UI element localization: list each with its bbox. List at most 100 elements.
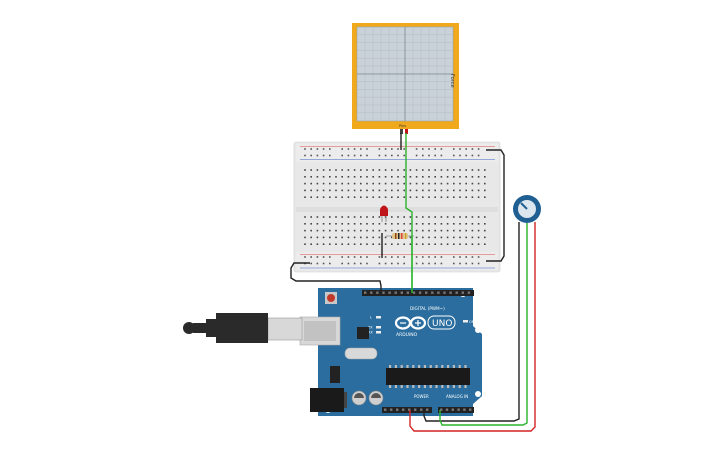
force-sensor[interactable]: Force Pins bbox=[352, 23, 459, 134]
rail-hole[interactable] bbox=[403, 262, 405, 265]
rail-hole[interactable] bbox=[459, 154, 461, 157]
terminal-hole[interactable] bbox=[322, 223, 325, 225]
terminal-hole[interactable] bbox=[372, 196, 374, 198]
terminal-hole[interactable] bbox=[366, 223, 368, 225]
wire-rail-bridge[interactable] bbox=[486, 149, 505, 262]
terminal-hole[interactable] bbox=[446, 243, 449, 245]
power-pin[interactable] bbox=[414, 408, 417, 411]
terminal-hole[interactable] bbox=[353, 229, 356, 232]
terminal-hole[interactable] bbox=[409, 236, 412, 239]
digital-header[interactable] bbox=[362, 290, 474, 296]
wire-pot-5v[interactable] bbox=[409, 222, 536, 432]
terminal-hole[interactable] bbox=[415, 243, 418, 245]
terminal-hole[interactable] bbox=[360, 196, 362, 198]
terminal-hole[interactable] bbox=[403, 229, 405, 232]
terminal-hole[interactable] bbox=[335, 229, 337, 232]
terminal-hole[interactable] bbox=[384, 196, 387, 198]
terminal-hole[interactable] bbox=[329, 169, 331, 171]
analog-header[interactable] bbox=[438, 407, 474, 413]
terminal-hole[interactable] bbox=[329, 189, 331, 192]
rail-hole[interactable] bbox=[477, 148, 480, 150]
terminal-hole[interactable] bbox=[322, 236, 325, 239]
rail-hole[interactable] bbox=[403, 256, 405, 258]
terminal-hole[interactable] bbox=[372, 216, 374, 218]
terminal-hole[interactable] bbox=[347, 176, 350, 178]
terminal-hole[interactable] bbox=[391, 243, 393, 245]
terminal-hole[interactable] bbox=[384, 189, 387, 192]
terminal-hole[interactable] bbox=[434, 176, 436, 178]
digital-pin[interactable] bbox=[364, 291, 367, 294]
rail-hole[interactable] bbox=[378, 154, 381, 157]
rail-hole[interactable] bbox=[422, 256, 424, 258]
terminal-hole[interactable] bbox=[384, 182, 387, 185]
rail-hole[interactable] bbox=[477, 262, 480, 265]
terminal-hole[interactable] bbox=[465, 243, 467, 245]
terminal-hole[interactable] bbox=[322, 243, 325, 245]
rail-hole[interactable] bbox=[304, 148, 306, 150]
terminal-hole[interactable] bbox=[304, 216, 306, 218]
terminal-hole[interactable] bbox=[459, 176, 461, 178]
power-pin[interactable] bbox=[402, 408, 405, 411]
digital-pin[interactable] bbox=[388, 291, 391, 294]
arduino-uno[interactable]: DIGITAL (PWM~) L TX RX ARDUINO UNO ON bbox=[299, 288, 482, 416]
rail-hole[interactable] bbox=[378, 148, 381, 150]
terminal-hole[interactable] bbox=[471, 223, 474, 225]
terminal-hole[interactable] bbox=[316, 223, 319, 225]
terminal-hole[interactable] bbox=[434, 196, 436, 198]
terminal-hole[interactable] bbox=[453, 176, 455, 178]
terminal-hole[interactable] bbox=[391, 189, 393, 192]
analog-pin[interactable] bbox=[457, 408, 460, 411]
terminal-hole[interactable] bbox=[477, 229, 480, 232]
terminal-hole[interactable] bbox=[329, 196, 331, 198]
terminal-hole[interactable] bbox=[446, 229, 449, 232]
terminal-hole[interactable] bbox=[347, 189, 350, 192]
rail-hole[interactable] bbox=[465, 262, 467, 265]
terminal-hole[interactable] bbox=[471, 189, 474, 192]
terminal-hole[interactable] bbox=[446, 176, 449, 178]
terminal-hole[interactable] bbox=[422, 176, 424, 178]
terminal-hole[interactable] bbox=[329, 223, 331, 225]
terminal-hole[interactable] bbox=[347, 223, 350, 225]
terminal-hole[interactable] bbox=[341, 176, 343, 178]
terminal-hole[interactable] bbox=[477, 243, 480, 245]
terminal-hole[interactable] bbox=[341, 169, 343, 171]
terminal-hole[interactable] bbox=[471, 176, 474, 178]
usb-cable[interactable] bbox=[183, 313, 303, 343]
terminal-hole[interactable] bbox=[440, 223, 443, 225]
terminal-hole[interactable] bbox=[428, 243, 430, 245]
terminal-hole[interactable] bbox=[329, 243, 331, 245]
rail-hole[interactable] bbox=[465, 256, 467, 258]
terminal-hole[interactable] bbox=[391, 216, 393, 218]
terminal-hole[interactable] bbox=[372, 229, 374, 232]
rail-hole[interactable] bbox=[428, 256, 430, 258]
rail-hole[interactable] bbox=[422, 148, 424, 150]
terminal-hole[interactable] bbox=[391, 223, 393, 225]
rail-hole[interactable] bbox=[428, 148, 430, 150]
terminal-hole[interactable] bbox=[440, 196, 443, 198]
terminal-hole[interactable] bbox=[378, 243, 381, 245]
terminal-hole[interactable] bbox=[428, 169, 430, 171]
terminal-hole[interactable] bbox=[316, 229, 319, 232]
rail-hole[interactable] bbox=[329, 256, 331, 258]
rail-hole[interactable] bbox=[310, 154, 312, 157]
terminal-hole[interactable] bbox=[484, 223, 486, 225]
terminal-hole[interactable] bbox=[397, 182, 399, 185]
rail-hole[interactable] bbox=[397, 262, 399, 265]
terminal-hole[interactable] bbox=[329, 236, 331, 239]
terminal-hole[interactable] bbox=[477, 182, 480, 185]
rail-hole[interactable] bbox=[341, 148, 343, 150]
terminal-hole[interactable] bbox=[329, 229, 331, 232]
terminal-hole[interactable] bbox=[391, 176, 393, 178]
terminal-hole[interactable] bbox=[353, 223, 356, 225]
sensor-pin-1[interactable] bbox=[400, 129, 403, 134]
terminal-hole[interactable] bbox=[440, 216, 443, 218]
terminal-hole[interactable] bbox=[335, 196, 337, 198]
terminal-hole[interactable] bbox=[484, 243, 486, 245]
rail-hole[interactable] bbox=[459, 262, 461, 265]
digital-pin[interactable] bbox=[461, 291, 464, 294]
terminal-hole[interactable] bbox=[341, 243, 343, 245]
terminal-hole[interactable] bbox=[477, 223, 480, 225]
analog-pin[interactable] bbox=[440, 408, 443, 411]
terminal-hole[interactable] bbox=[428, 176, 430, 178]
terminal-hole[interactable] bbox=[446, 169, 449, 171]
